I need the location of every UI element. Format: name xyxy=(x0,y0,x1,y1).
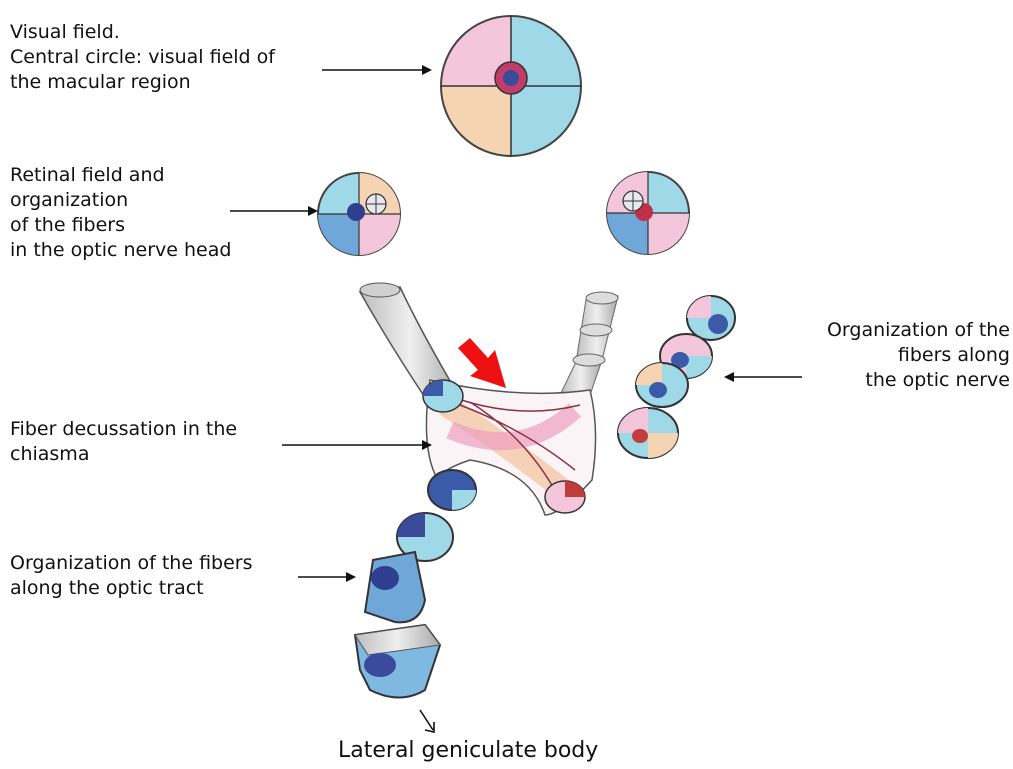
retinal-field-left xyxy=(318,173,400,255)
visual-field-label-line: Central circle: visual field of xyxy=(10,45,275,70)
visual-field-label-line: Visual field. xyxy=(10,20,275,45)
optic-nerve-label: Organization of the fibers along the opt… xyxy=(810,318,1010,393)
optic-nerve-label-line: Organization of the xyxy=(810,318,1010,343)
retinal-field-label-line: in the optic nerve head xyxy=(10,238,231,263)
retinal-field-label-line: of the fibers xyxy=(10,213,231,238)
chiasma-label-line: Fiber decussation in the xyxy=(10,417,237,442)
retinal-field-right xyxy=(607,172,689,254)
visual-field-label: Visual field. Central circle: visual fie… xyxy=(10,20,275,95)
optic-tract-label-line: Organization of the fibers xyxy=(10,551,253,576)
visual-field-circle xyxy=(441,16,581,156)
optic-tract-label: Organization of the fibers along the opt… xyxy=(10,551,253,601)
retinal-field-label: Retinal field and organization of the fi… xyxy=(10,163,231,263)
optic-tract-sections xyxy=(355,470,476,698)
right-optic-nerve xyxy=(560,292,618,395)
optic-nerve-label-line: the optic nerve xyxy=(810,368,1010,393)
lateral-geniculate-body-label: Lateral geniculate body xyxy=(338,738,598,763)
optic-tract-label-line: along the optic tract xyxy=(10,576,253,601)
optic-nerve-label-line: fibers along xyxy=(810,343,1010,368)
red-arrow-icon xyxy=(458,338,506,388)
chiasma-label-line: chiasma xyxy=(10,442,237,467)
retinal-field-label-line: organization xyxy=(10,188,231,213)
optic-nerve-sections xyxy=(618,296,735,458)
retinal-field-label-line: Retinal field and xyxy=(10,163,231,188)
chiasma-label: Fiber decussation in the chiasma xyxy=(10,417,237,467)
visual-field-label-line: the macular region xyxy=(10,70,275,95)
